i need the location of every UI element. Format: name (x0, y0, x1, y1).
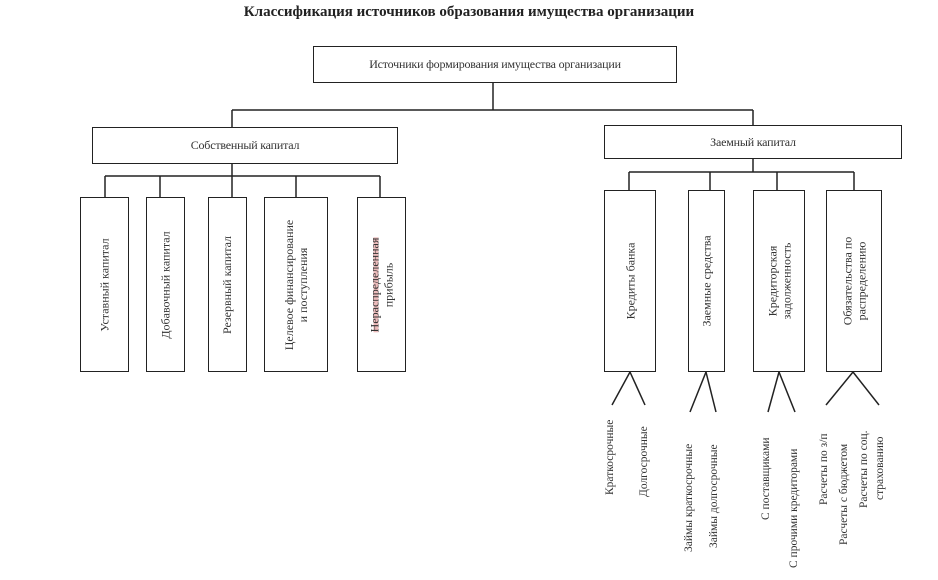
borrowed-item-label: задолженность (779, 242, 793, 320)
own-capital-label: Собственный капитал (190, 138, 300, 152)
own-item-node: Резервный капитал (208, 197, 247, 372)
own-capital-node: Собственный капитал (92, 127, 398, 164)
borrowed-item-label: Кредиты банка (623, 242, 637, 320)
diagram-title: Классификация источников образования иму… (243, 4, 695, 20)
own-item-label: прибыль (381, 262, 396, 307)
own-item-label: и поступления (296, 247, 311, 322)
leaf-label: страхованию (874, 436, 886, 500)
borrowed-item-node: Заемные средства (688, 190, 725, 372)
leaf-label: Краткосрочные (604, 419, 616, 495)
borrowed-item-node: Кредиты банка (604, 190, 656, 372)
leaf-label: Расчеты с бюджетом (838, 443, 850, 545)
borrowed-capital-label: Заемный капитал (710, 134, 796, 149)
leaf-label: Займы долгосрочные (708, 444, 720, 548)
borrowed-item-label: Кредиторская (765, 245, 779, 317)
own-item-label: Целевое финансирование (282, 219, 297, 350)
leaf-label: Расчеты по соц. (858, 430, 870, 508)
own-item-node: Добавочный капитал (146, 197, 185, 372)
borrowed-item-node: Кредиторская задолженность (753, 190, 805, 372)
own-item-label: Добавочный капитал (158, 230, 173, 339)
leaf-label: С прочими кредиторами (788, 448, 800, 568)
leaf-label: Займы краткосрочные (683, 443, 695, 552)
leaf-label: Долгосрочные (638, 426, 650, 497)
own-item-node: Нераспределенная прибыль (357, 197, 406, 372)
root-node: Источники формирования имущества организ… (313, 46, 677, 83)
own-item-node: Уставный капитал (80, 197, 129, 372)
borrowed-item-label: Заемные средства (699, 235, 714, 327)
own-item-label: Уставный капитал (97, 237, 112, 332)
borrowed-item-node: Обязательства по распределению (826, 190, 882, 372)
borrowed-item-label: распределению (854, 241, 869, 321)
leaf-label: Расчеты по з/п (818, 433, 830, 505)
leaf-label: С поставщиками (760, 437, 772, 521)
borrowed-capital-node: Заемный капитал (604, 125, 902, 159)
own-item-node: Целевое финансирование и поступления (264, 197, 328, 372)
own-item-label: Резервный капитал (220, 235, 235, 334)
own-item-label: Нераспределенная (367, 237, 382, 332)
root-node-label: Источники формирования имущества организ… (369, 57, 621, 71)
borrowed-item-label: Обязательства по (840, 236, 855, 326)
